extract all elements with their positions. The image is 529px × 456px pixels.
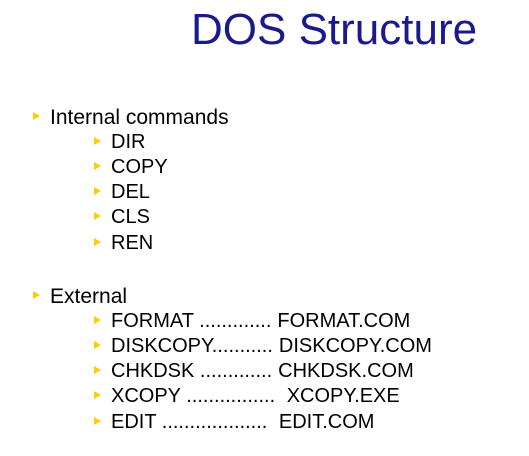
list-item: EDIT ................... EDIT.COM — [94, 410, 374, 435]
list-item: DISKCOPY...........DISKCOPY.COM — [94, 334, 432, 359]
list-item: DEL — [94, 180, 150, 205]
bullet-arrow-icon — [94, 365, 101, 374]
bullet-arrow-icon — [94, 211, 101, 220]
list-item: CLS — [94, 205, 150, 230]
section-heading-external: External — [33, 284, 127, 309]
bullet-arrow-icon — [94, 315, 101, 324]
bullet-arrow-icon — [94, 416, 101, 425]
bullet-arrow-icon — [94, 161, 101, 170]
list-item: COPY — [94, 155, 168, 180]
bullet-arrow-icon — [94, 390, 101, 399]
list-item: CHKDSK .............CHKDSK.COM — [94, 359, 414, 384]
list-item: REN — [94, 231, 153, 256]
slide-title: DOS Structure — [191, 5, 478, 54]
bullet-arrow-icon — [94, 136, 101, 145]
list-item: FORMAT .............FORMAT.COM — [94, 309, 410, 334]
bullet-arrow-icon — [33, 112, 40, 121]
list-item: DIR — [94, 130, 145, 155]
section-heading-internal: Internal commands — [33, 105, 229, 130]
bullet-arrow-icon — [33, 291, 40, 300]
bullet-arrow-icon — [94, 186, 101, 195]
list-item: XCOPY ................ XCOPY.EXE — [94, 384, 400, 409]
bullet-arrow-icon — [94, 340, 101, 349]
bullet-arrow-icon — [94, 237, 101, 246]
